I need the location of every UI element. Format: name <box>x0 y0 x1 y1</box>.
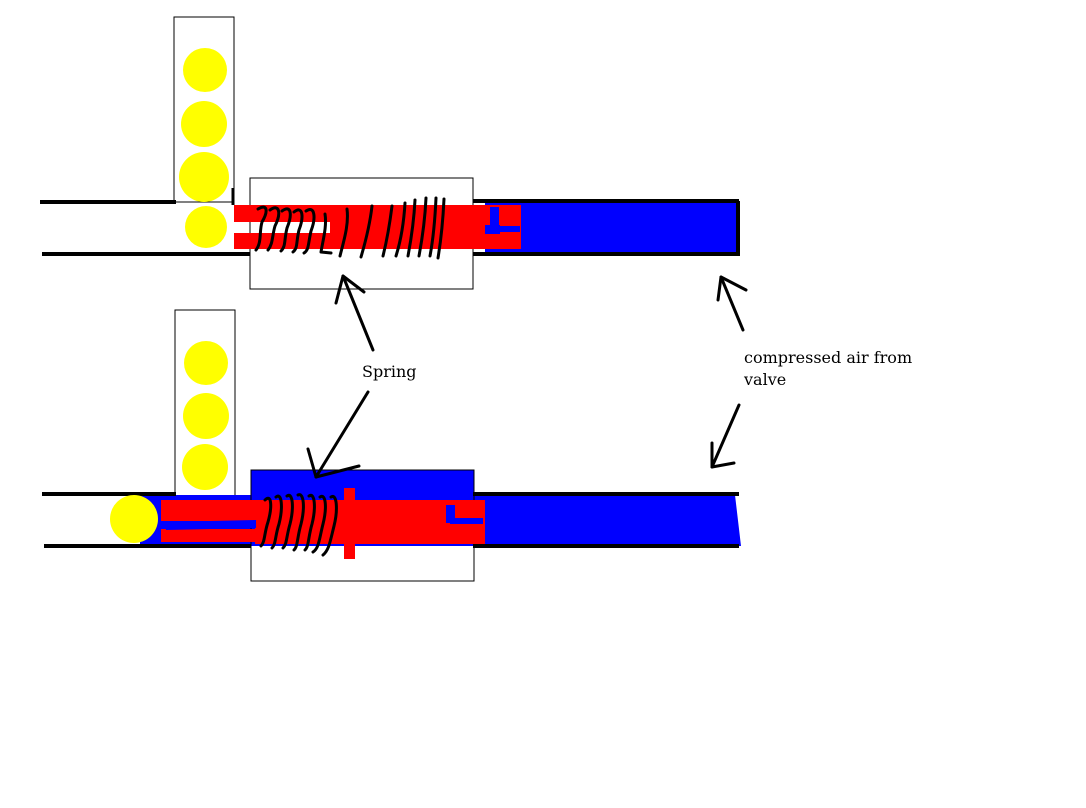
bottom-state-group <box>42 309 741 582</box>
air-arrow-up-icon <box>716 275 748 332</box>
bottom-piston <box>161 488 485 559</box>
air-label-line-1: compressed air from <box>744 348 912 367</box>
spring-arrow-down-icon <box>306 390 370 479</box>
bottom-ball-3 <box>182 444 228 490</box>
top-ball-3 <box>179 152 229 202</box>
air-arrow-down-icon <box>710 403 741 469</box>
bottom-ball-1 <box>184 341 228 385</box>
top-state-group <box>40 16 740 290</box>
top-ball-1 <box>183 48 227 92</box>
spring-label: Spring <box>362 362 417 381</box>
spring-arrow-up-icon <box>334 274 375 352</box>
bottom-spring-coil-icon <box>259 493 338 557</box>
top-air-chamber <box>485 201 739 254</box>
top-spring-coil-icon <box>254 196 446 260</box>
top-ball-2 <box>181 101 227 147</box>
bottom-fired-ball <box>110 495 158 543</box>
air-label-line-2: valve <box>743 370 786 389</box>
bottom-housing-lower <box>252 546 473 580</box>
bottom-ball-2 <box>183 393 229 439</box>
top-ball-4 <box>185 206 227 248</box>
arrows <box>306 274 748 479</box>
